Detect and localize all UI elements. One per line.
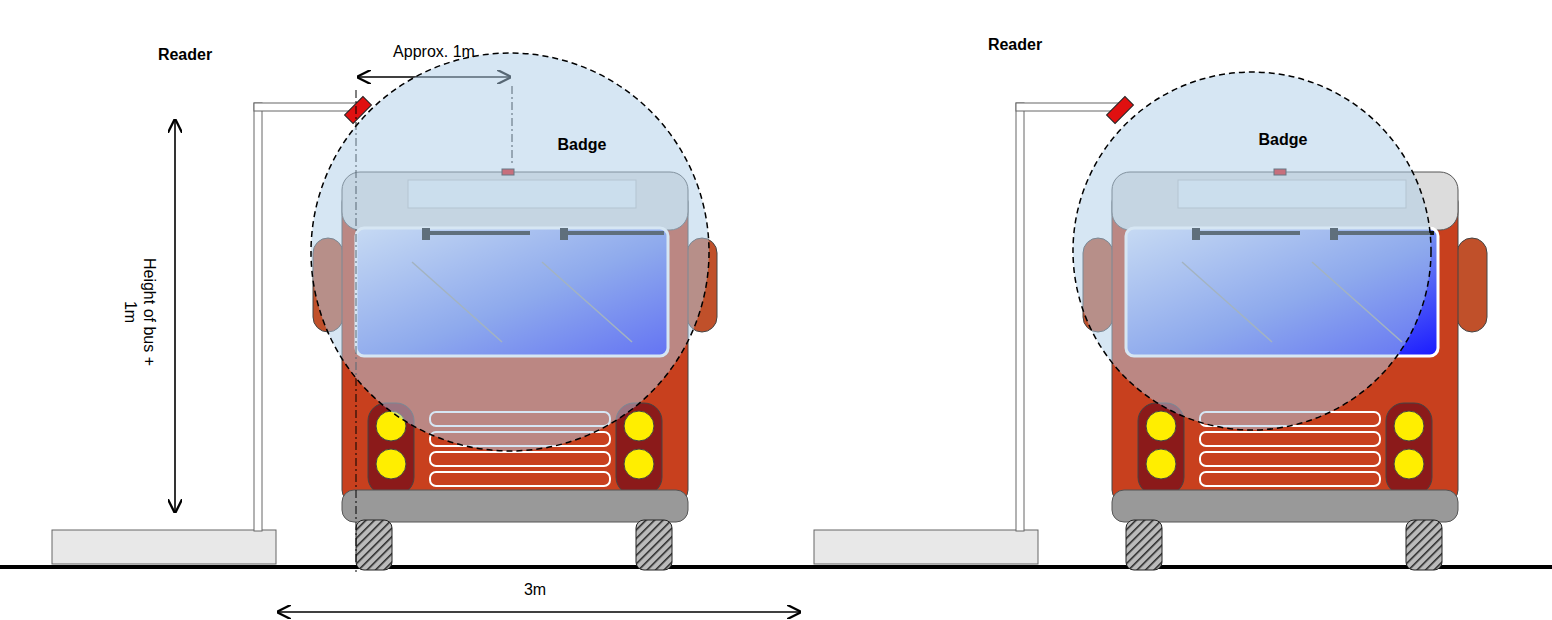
reading-zone: Badge <box>1072 71 1432 431</box>
dimension-arrow <box>278 611 800 613</box>
reading-zone: Badge <box>310 52 710 452</box>
badge-label: Badge <box>1259 131 1308 149</box>
reader-post <box>52 103 358 564</box>
zone-outline <box>310 52 710 452</box>
part-name: Reader <box>988 35 1042 54</box>
zone-outline <box>1072 71 1432 431</box>
reader-post <box>814 103 1120 564</box>
dimension-label: Approx. 1m <box>393 42 475 61</box>
dimension-label: Height of bus + 1m <box>121 248 159 376</box>
dimension-arrow <box>174 120 176 512</box>
part-name: Reader <box>158 45 212 64</box>
dimension-label: 3m <box>524 580 546 599</box>
badge-label: Badge <box>558 136 607 154</box>
reader <box>1107 97 1134 124</box>
